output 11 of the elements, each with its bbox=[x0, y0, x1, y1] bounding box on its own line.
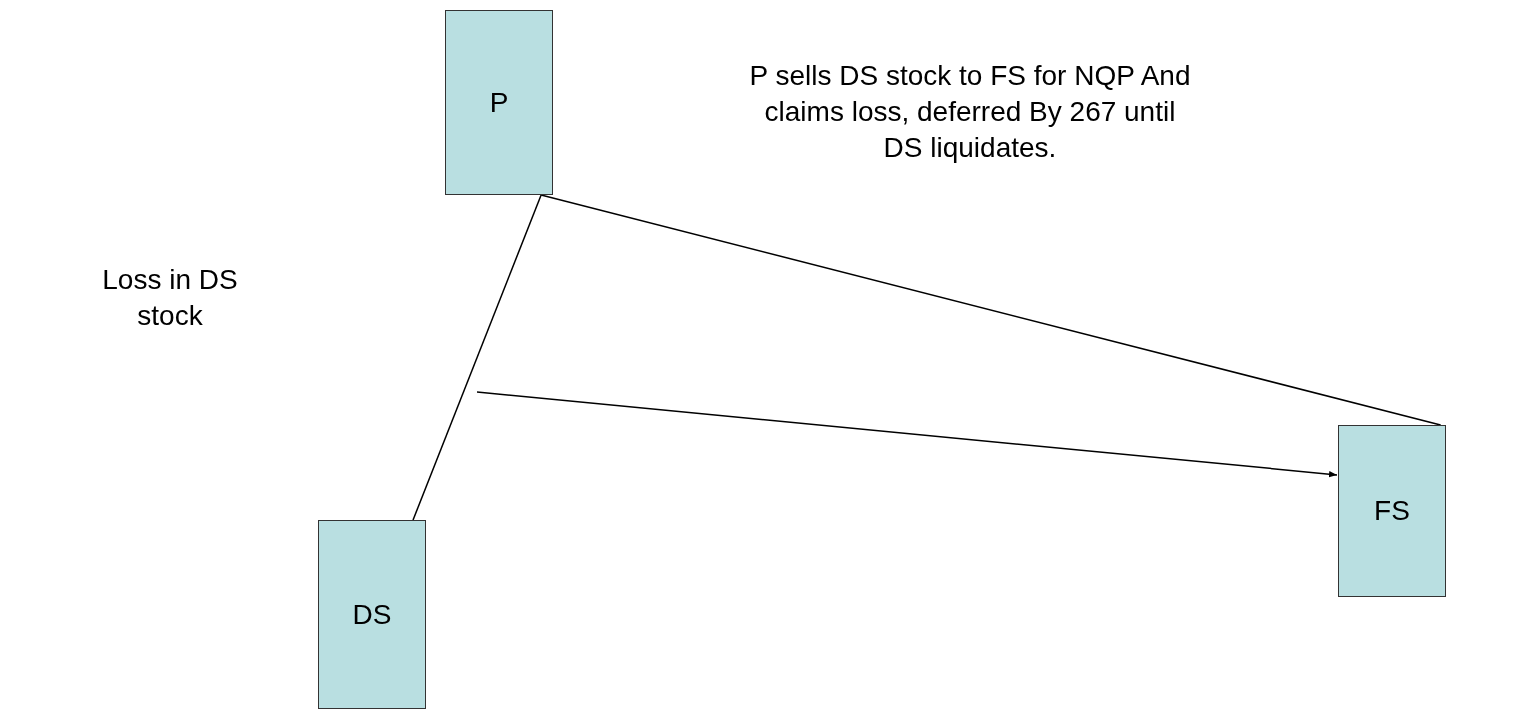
process-box bbox=[1338, 425, 1446, 597]
note-text: Loss in DS stock bbox=[101, 263, 239, 333]
connector-line bbox=[540, 194, 1442, 426]
box-label: P bbox=[489, 86, 509, 119]
arrow bbox=[476, 391, 1338, 478]
process-box bbox=[445, 10, 553, 195]
note-text: P sells DS stock to FS for NQP And claims loss, deferred By 267 until DS liquidates. bbox=[748, 59, 1192, 165]
box-label: DS bbox=[352, 598, 392, 631]
box-label: FS bbox=[1374, 495, 1410, 527]
process-box bbox=[318, 520, 426, 709]
connector-line bbox=[412, 194, 542, 521]
